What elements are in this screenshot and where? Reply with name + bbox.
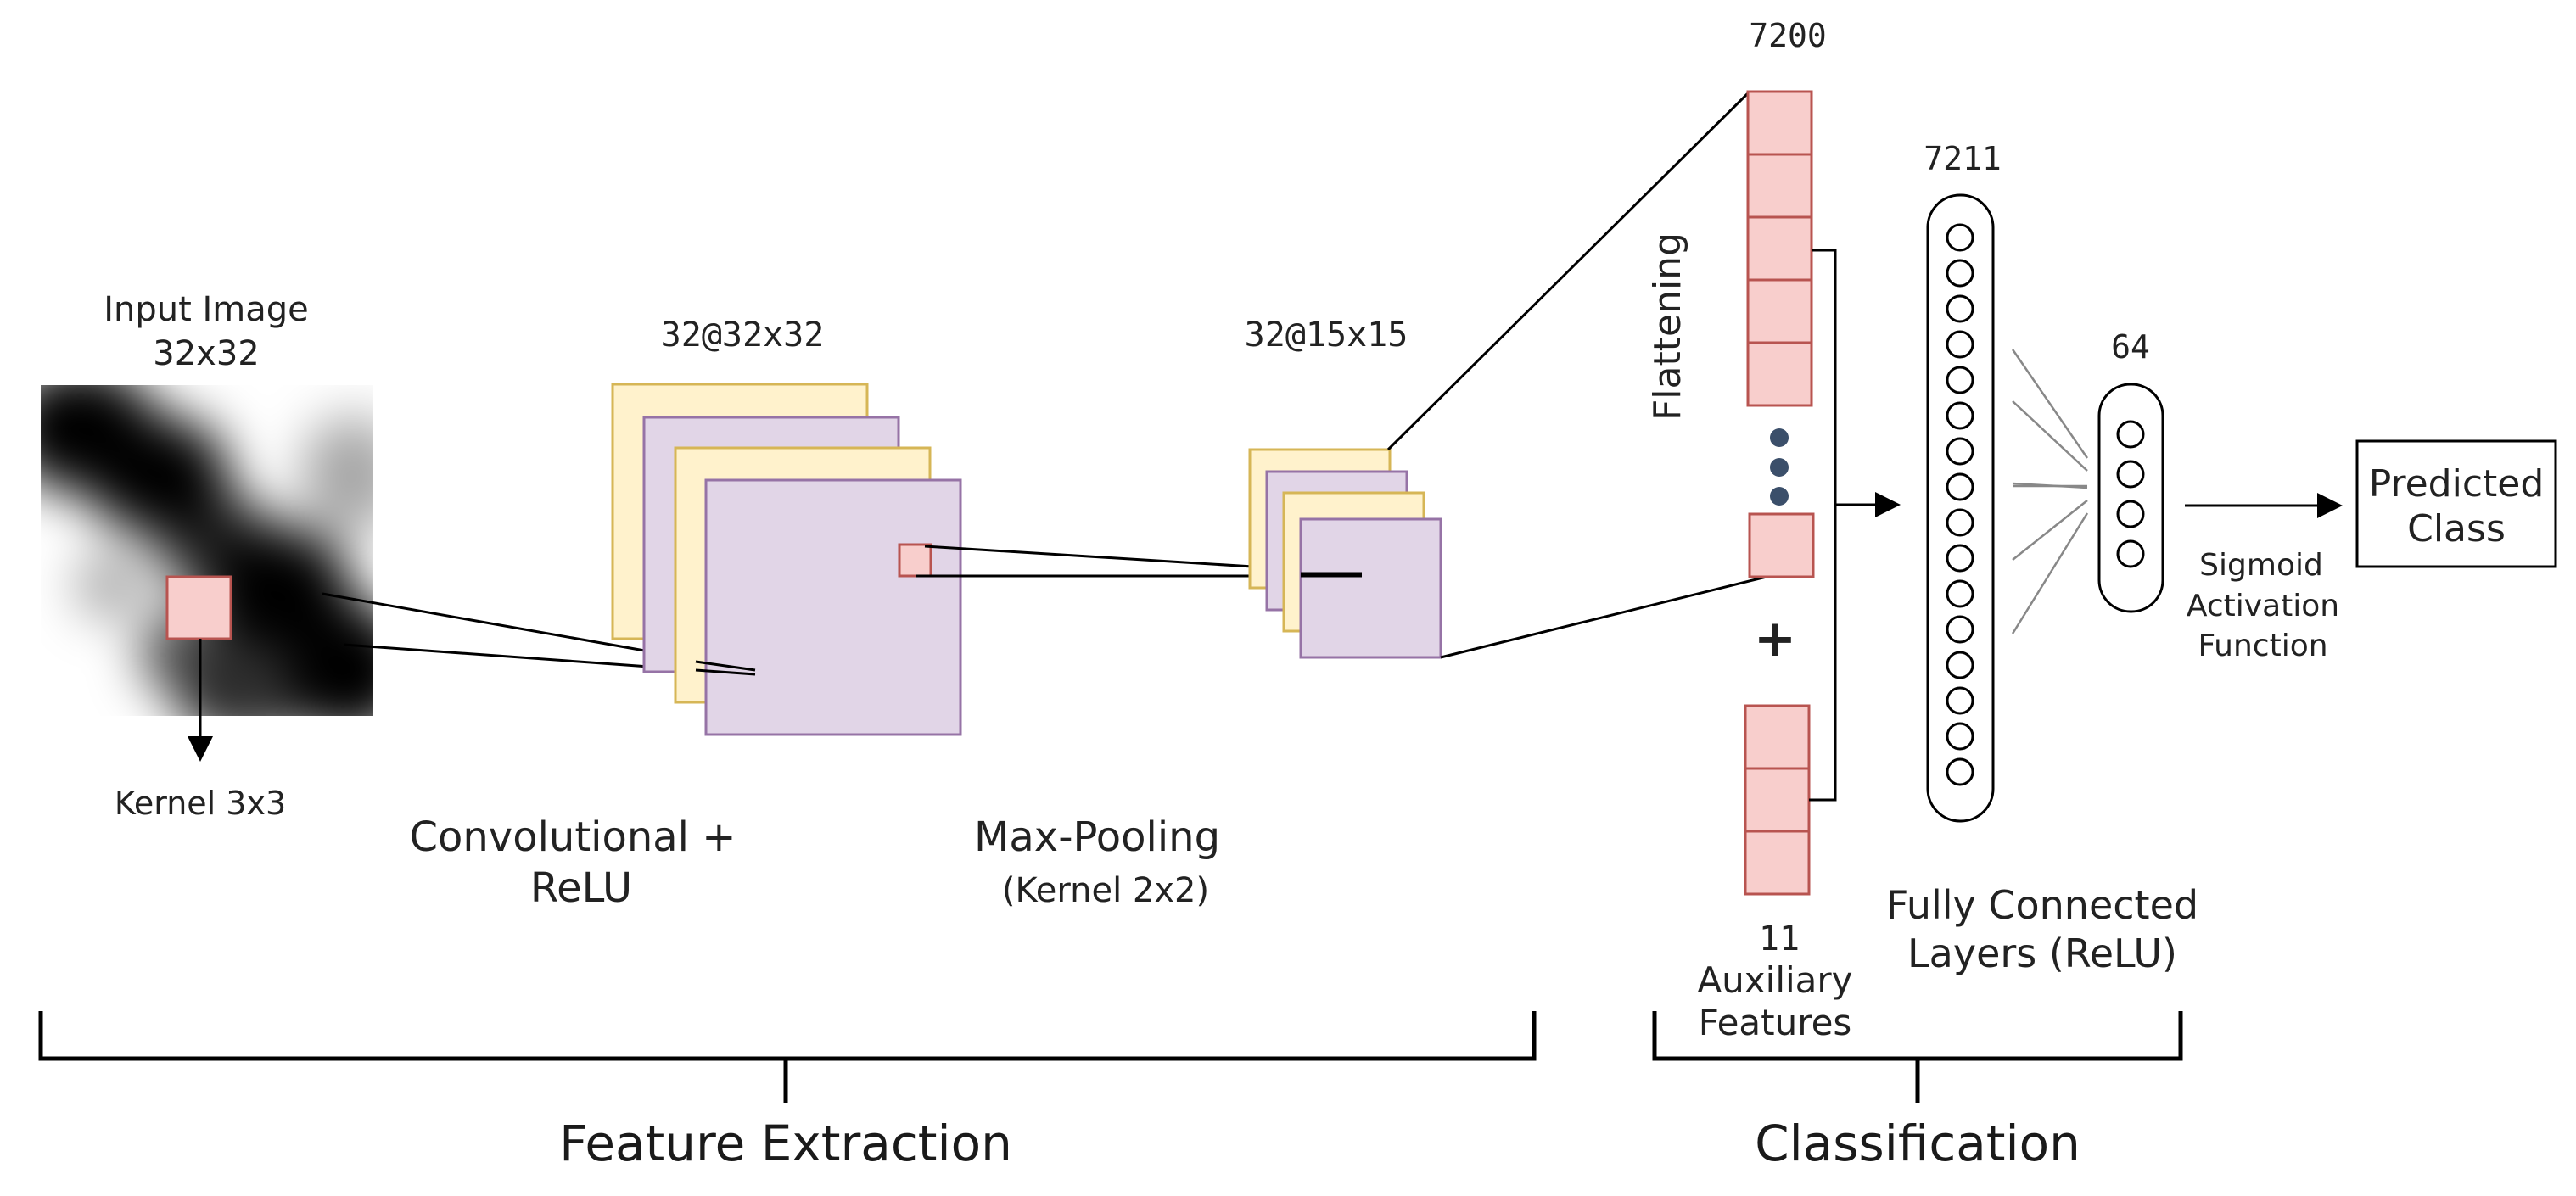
neuron <box>2116 500 2145 528</box>
predicted-class-box <box>2355 439 2557 568</box>
activation-line3: Function <box>2198 629 2327 663</box>
input-image-size: 32x32 <box>153 334 259 373</box>
predicted-class-line1: Predicted <box>2369 462 2545 506</box>
neuron <box>2116 420 2145 449</box>
flatten-cell <box>1746 215 1813 282</box>
aux-cell <box>1744 767 1811 833</box>
fc-label-line2: Layers (ReLU) <box>1907 931 2177 976</box>
concat-bracket <box>1809 249 1837 802</box>
pool-window-box <box>898 543 932 578</box>
neuron <box>1946 366 1974 394</box>
fc1-layer <box>1926 193 1995 823</box>
conv-dims: 32@32x32 <box>661 316 825 355</box>
aux-count: 11 <box>1759 919 1800 958</box>
neuron <box>1946 437 1974 466</box>
neuron <box>1946 401 1974 430</box>
fc1-neurons <box>1946 223 1974 786</box>
feature-extraction-bracket <box>38 1011 1537 1103</box>
neuron <box>1946 686 1974 715</box>
aux-label-line1: Auxiliary <box>1697 959 1852 1001</box>
conv-map-4 <box>704 478 962 736</box>
flatten-cell <box>1746 90 1813 156</box>
pool-label-line1: Max-Pooling <box>974 813 1220 861</box>
fc2-layer <box>2097 383 2164 613</box>
aux-label-line2: Features <box>1699 1002 1852 1043</box>
feature-extraction-label: Feature Extraction <box>559 1115 1012 1172</box>
neuron <box>1946 330 1974 359</box>
flatten-label: Flattening <box>1646 232 1689 421</box>
neuron <box>2116 460 2145 489</box>
neuron <box>1946 722 1974 751</box>
neuron <box>1946 579 1974 608</box>
flatten-projection-line-bottom <box>1440 575 1767 659</box>
neuron <box>1946 223 1974 252</box>
activation-line2: Activation <box>2187 589 2339 623</box>
fc-connections <box>2011 349 2089 634</box>
flatten-vector <box>1746 90 1815 578</box>
pool-map-4 <box>1299 517 1442 659</box>
aux-cell <box>1744 830 1811 896</box>
kernel-box <box>165 575 232 640</box>
fc1-count: 7211 <box>1924 140 2002 177</box>
neuron <box>1946 472 1974 501</box>
flatten-cell <box>1746 278 1813 344</box>
aux-vector <box>1744 704 1811 896</box>
neuron <box>1946 651 1974 679</box>
pool-label-line2: (Kernel 2x2) <box>1002 871 1209 910</box>
neuron <box>1946 508 1974 537</box>
aux-cell <box>1744 704 1811 770</box>
neuron <box>1946 294 1974 323</box>
flatten-cell-last <box>1748 512 1815 578</box>
classification-bracket <box>1652 1011 2183 1103</box>
conv-label-line2: ReLU <box>530 864 632 912</box>
concat-plus: + <box>1754 609 1796 668</box>
pool-feature-maps <box>1248 448 1442 659</box>
neuron <box>1946 544 1974 573</box>
neuron <box>1946 615 1974 644</box>
predicted-class-line2: Class <box>2407 507 2506 550</box>
fc2-count: 64 <box>2111 328 2150 366</box>
kernel-label: Kernel 3x3 <box>115 785 286 822</box>
pool-dims: 32@15x15 <box>1245 316 1408 355</box>
flatten-cell <box>1746 341 1813 407</box>
flatten-count: 7200 <box>1749 17 1827 54</box>
input-image-title: Input Image <box>104 290 309 329</box>
input-image <box>41 385 373 716</box>
flatten-cell <box>1746 153 1813 219</box>
classification-label: Classification <box>1755 1115 2080 1172</box>
neuron <box>1946 757 1974 786</box>
ellipsis-dots <box>1770 428 1789 506</box>
flatten-projection-line-top <box>1386 90 1751 451</box>
conv-label-line1: Convolutional + <box>409 813 736 861</box>
conv-feature-maps <box>611 383 962 736</box>
neuron <box>2116 539 2145 568</box>
neuron <box>1946 259 1974 288</box>
fc-label-line1: Fully Connected <box>1886 882 2198 928</box>
activation-line1: Sigmoid <box>2199 548 2323 583</box>
fc2-neurons <box>2116 420 2145 568</box>
